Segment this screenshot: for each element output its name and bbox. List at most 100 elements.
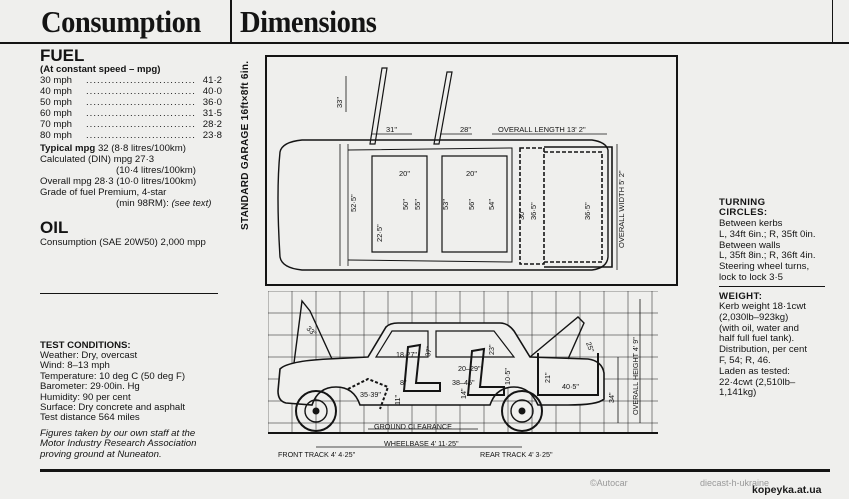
dim-22: 22·5" xyxy=(375,224,384,242)
fuel-speed: 70 mph xyxy=(40,119,72,130)
test-condition-line: Wind: 8–13 mph xyxy=(40,360,110,372)
test-condition-line: Weather: Dry, overcast xyxy=(40,350,138,361)
side-windows xyxy=(374,330,516,358)
fuel-mpg: 28·2 xyxy=(202,119,222,130)
turning-line: Steering wheel turns, xyxy=(719,261,810,273)
kopeyka-watermark: kopeyka.at.ua xyxy=(752,484,822,496)
weight-list: Kerb weight 18·1cwt (2,030lb–923kg) (wit… xyxy=(719,301,807,399)
rear-wheel xyxy=(501,390,543,432)
dimensions-title: Dimensions xyxy=(240,4,377,39)
top-rule xyxy=(0,42,849,44)
dim-20-29: 20–29" xyxy=(458,364,481,373)
dim-18: 18·27" xyxy=(396,350,417,359)
garage-label: STANDARD GARAGE 16ft×8ft 6in. xyxy=(240,60,251,230)
fuel-row: 30 mph..............................41·2 xyxy=(40,75,222,86)
dim-overall-height: OVERALL HEIGHT 4' 9" xyxy=(631,337,640,415)
test-conditions-list: Weather: Dry, overcast Wind: 8–13 mph Te… xyxy=(40,350,186,424)
fuel-speed: 80 mph xyxy=(40,130,72,141)
rear-track-label: REAR TRACK 4' 3·25" xyxy=(480,450,553,459)
weight-line: 22·4cwt (2,510lb– xyxy=(719,376,796,388)
side-view-diagram: 33" 18·27" 37" 35·39" 8" 11" 20–29" 38–4… xyxy=(268,291,658,459)
dim-54: 54" xyxy=(487,199,496,210)
dim-33: 33" xyxy=(335,97,344,108)
dim-35: 35·39" xyxy=(360,390,381,399)
weight-line: (2,030lb–923kg) xyxy=(719,311,789,323)
fuel-grade-min: (min 98RM): (see text) xyxy=(116,198,212,209)
dim-53: 53" xyxy=(441,199,450,210)
test-condition-line: Temperature: 10 deg C (50 deg F) xyxy=(40,370,186,382)
fuel-speed: 40 mph xyxy=(40,86,72,97)
dim-37: 37" xyxy=(423,345,434,357)
fuel-row: 50 mph..............................36·0 xyxy=(40,97,222,108)
dim-50: 50" xyxy=(401,199,410,210)
weight-line: 1,141kg) xyxy=(719,387,757,399)
wheelbase-label: WHEELBASE 4' 11·25" xyxy=(384,439,459,448)
oil-heading: OIL xyxy=(40,218,69,237)
boot-outline xyxy=(544,151,603,263)
overall-mpg: Overall mpg 28·3 (10·0 litres/100km) xyxy=(40,176,197,187)
weight-line: half full fuel tank). xyxy=(719,333,795,345)
test-condition-line: Humidity: 90 per cent xyxy=(40,391,131,403)
diecast-watermark: diecast-h-ukraine xyxy=(700,478,770,488)
fuel-speed: 50 mph xyxy=(40,97,72,108)
consumption-title: Consumption xyxy=(41,4,201,39)
front-wheel xyxy=(295,390,337,432)
open-boot xyxy=(529,316,585,360)
dim-20a: 20" xyxy=(399,169,410,178)
weight-line: Kerb weight 18·1cwt xyxy=(719,301,806,312)
turning-line: L, 35ft 8in.; R, 36ft 4in. xyxy=(719,250,816,262)
calculated-mpg: Calculated (DIN) mpg 27·3 xyxy=(40,154,155,165)
open-door-rear xyxy=(433,71,453,145)
dim-25: 25" xyxy=(584,341,596,354)
test-condition-line: Barometer: 29·00in. Hg xyxy=(40,381,140,393)
dim-23: 23" xyxy=(487,344,496,355)
footnote: Figures taken by our own staff at the Mo… xyxy=(40,428,197,460)
fuel-row: 70 mph..............................28·2 xyxy=(40,119,222,130)
test-conditions-heading: TEST CONDITIONS: xyxy=(40,340,131,351)
fuel-grade: Grade of fuel Premium, 4-star xyxy=(40,187,167,198)
turning-line: L, 34ft 6in.; R, 35ft 0in. xyxy=(719,228,816,240)
fuel-mpg: 23·8 xyxy=(202,130,222,141)
open-door-front xyxy=(369,67,388,145)
dim-overall-length: OVERALL LENGTH 13' 2" xyxy=(498,125,586,134)
calculated-litres: (10·4 litres/100km) xyxy=(116,165,196,176)
turning-line: Between walls xyxy=(719,239,781,251)
test-condition-line: Surface: Dry concrete and asphalt xyxy=(40,402,186,414)
fuel-row: 80 mph..............................23·8 xyxy=(40,130,222,141)
fuel-subheading: (At constant speed – mpg) xyxy=(40,64,161,75)
fuel-mpg: 36·0 xyxy=(202,97,222,108)
oil-consumption: Consumption (SAE 20W50) 2,000 mpp xyxy=(40,237,206,248)
open-bonnet xyxy=(293,299,333,364)
dim-10: 10·5" xyxy=(503,368,512,385)
fuel-speed: 60 mph xyxy=(40,108,72,119)
weight-line: (with oil, water and xyxy=(719,322,799,334)
fuel-mpg: 40·0 xyxy=(202,86,222,97)
fuel-row: 40 mph..............................40·0 xyxy=(40,86,222,97)
dim-30: 30" xyxy=(517,209,526,220)
dim-8: 8" xyxy=(400,378,407,387)
dim-11: 11" xyxy=(393,395,402,405)
front-seat xyxy=(402,343,441,392)
fuel-speed: 30 mph xyxy=(40,75,72,86)
typical-mpg: Typical mpg 32 (8·8 litres/100km) xyxy=(40,143,186,154)
dim-56: 56" xyxy=(467,199,476,210)
test-condition-line: Test distance 564 miles xyxy=(40,412,140,424)
dim-55: 55" xyxy=(413,199,422,210)
dim-overall-width: OVERALL WIDTH 5' 2" xyxy=(617,170,626,248)
fuel-heading: FUEL xyxy=(40,46,85,65)
autocar-watermark: ©Autocar xyxy=(590,478,628,488)
dim-14: 14" xyxy=(459,388,468,399)
dim-365: 36·5" xyxy=(583,202,592,220)
weight-heading: WEIGHT: xyxy=(719,291,763,302)
rear-seat xyxy=(466,347,505,396)
seats-outline xyxy=(371,155,508,253)
weight-line: Laden as tested: xyxy=(719,365,790,377)
garage-outline xyxy=(265,55,678,286)
weight-line: Distribution, per cent xyxy=(719,344,807,356)
dim-28: 28" xyxy=(460,125,471,134)
fuel-mpg: 31·5 xyxy=(202,108,222,119)
divider-rule xyxy=(40,293,218,294)
plan-view-diagram: 33" 31" 28" OVERALL LENGTH 13' 2" 20" 20… xyxy=(265,55,678,286)
dim-21: 21" xyxy=(543,372,552,383)
ground-clearance-label: GROUND CLEARANCE xyxy=(374,422,452,431)
